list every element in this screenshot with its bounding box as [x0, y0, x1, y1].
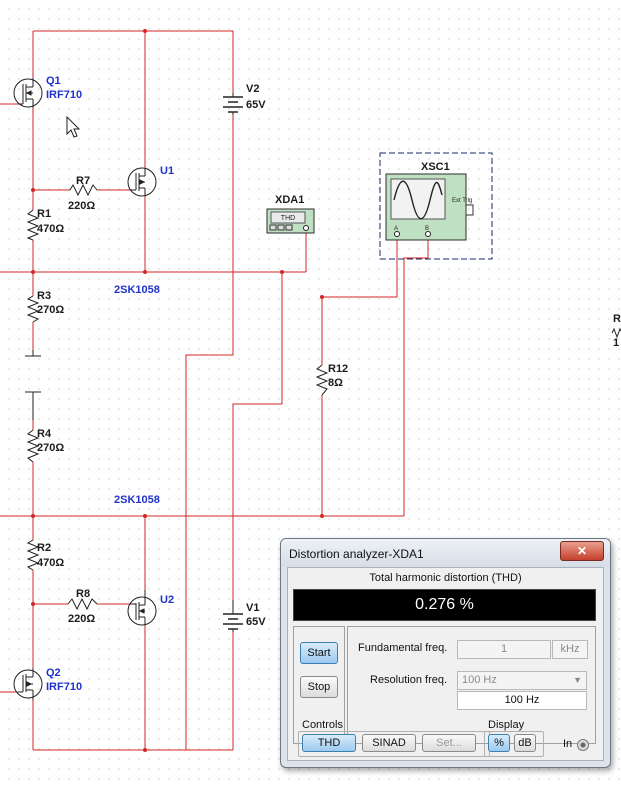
resolution-freq-value: 100 Hz: [457, 691, 587, 710]
u1-ref-label: U1: [160, 165, 174, 177]
close-button[interactable]: ✕: [560, 541, 604, 561]
thd-caption: Total harmonic distortion (THD): [369, 572, 522, 584]
u1-model-label: 2SK1058: [114, 284, 160, 296]
resistor-r12[interactable]: [315, 364, 329, 396]
q2-ref-label: Q2: [46, 667, 61, 679]
battery-v1[interactable]: [223, 600, 243, 632]
xsc-ext-trig-label: Ext Trig: [452, 198, 472, 204]
mosfet-u2[interactable]: [127, 590, 157, 626]
u2-model-label: 2SK1058: [114, 494, 160, 506]
window-title: Distortion analyzer-XDA1: [289, 547, 424, 561]
r8-ref-label: R8: [76, 588, 90, 600]
wires: [0, 30, 429, 751]
chevron-down-icon: ▼: [573, 675, 582, 685]
oscilloscope-xsc1[interactable]: [379, 152, 493, 260]
v1-ref-label: V1: [246, 602, 259, 614]
battery-v2[interactable]: [223, 93, 243, 115]
resolution-freq-label: Resolution freq.: [370, 674, 448, 686]
edge-ref-label: R: [613, 313, 621, 325]
in-terminal-icon[interactable]: [577, 739, 589, 751]
junctions: [31, 29, 324, 752]
window-body: Total harmonic distortion (THD) 0.276 % …: [287, 567, 604, 761]
display-group: [484, 731, 544, 757]
mosfet-u1[interactable]: [127, 167, 157, 197]
r12-ref-label: R12: [328, 363, 348, 375]
resistor-r7[interactable]: [69, 183, 98, 197]
sinad-mode-button[interactable]: SINAD: [362, 734, 416, 752]
r3-ref-label: R3: [37, 290, 51, 302]
ground-top: [25, 350, 41, 357]
r7-value-label: 220Ω: [68, 200, 95, 212]
ground-bottom: [25, 391, 41, 420]
xsc-channel-a-label: A: [394, 226, 398, 232]
fundamental-freq-label: Fundamental freq.: [358, 642, 448, 654]
resistor-r4[interactable]: [26, 429, 40, 463]
distortion-analyzer-window[interactable]: Distortion analyzer-XDA1 ✕ Total harmoni…: [280, 538, 611, 768]
r2-value-label: 470Ω: [37, 557, 64, 569]
r7-ref-label: R7: [76, 175, 90, 187]
start-button[interactable]: Start: [300, 642, 338, 664]
xsc-channel-b-label: B: [425, 226, 429, 232]
mosfet-q2[interactable]: [13, 668, 43, 700]
resolution-select-value: 100 Hz: [462, 674, 497, 686]
r2-ref-label: R2: [37, 542, 51, 554]
display-group-label: Display: [488, 719, 525, 731]
thd-mode-button[interactable]: THD: [302, 734, 356, 752]
thd-readout: 0.276 %: [293, 589, 596, 621]
window-title-bar[interactable]: Distortion analyzer-XDA1 ✕: [281, 539, 610, 567]
r3-value-label: 270Ω: [37, 304, 64, 316]
resistor-r8[interactable]: [67, 597, 98, 611]
edge-value-label: 1: [613, 337, 619, 349]
r8-value-label: 220Ω: [68, 613, 95, 625]
xda-face-label: THD: [281, 215, 295, 222]
db-display-button[interactable]: dB: [514, 734, 536, 752]
r12-value-label: 8Ω: [328, 377, 343, 389]
distortion-analyzer-xda1[interactable]: THD: [266, 208, 315, 234]
r4-value-label: 270Ω: [37, 442, 64, 454]
controls-group-label: Controls: [302, 719, 343, 731]
resolution-freq-select[interactable]: 100 Hz ▼: [457, 671, 587, 690]
r1-value-label: 470Ω: [37, 223, 64, 235]
v1-value-label: 65V: [246, 616, 266, 628]
fundamental-freq-input[interactable]: 1: [457, 640, 551, 659]
r1-ref-label: R1: [37, 208, 51, 220]
mosfet-q1[interactable]: [13, 78, 43, 108]
percent-display-button[interactable]: %: [488, 734, 510, 752]
edge-resistor: [611, 327, 621, 339]
in-terminal-label: In: [563, 738, 573, 750]
resistor-r3[interactable]: [26, 295, 40, 323]
r4-ref-label: R4: [37, 428, 52, 440]
stop-button[interactable]: Stop: [300, 676, 338, 698]
mouse-cursor-icon: [66, 115, 81, 138]
fundamental-unit-select[interactable]: kHz: [552, 640, 588, 659]
resistor-r2[interactable]: [26, 539, 40, 571]
xsc-ref-label: XSC1: [421, 161, 450, 173]
q1-model-label: IRF710: [46, 89, 82, 101]
u2-ref-label: U2: [160, 594, 174, 606]
resistor-r1[interactable]: [26, 209, 40, 241]
q1-ref-label: Q1: [46, 75, 61, 87]
set-button[interactable]: Set...: [422, 734, 476, 752]
xda-ref-label: XDA1: [275, 194, 304, 206]
v2-ref-label: V2: [246, 83, 259, 95]
q2-model-label: IRF710: [46, 681, 82, 693]
v2-value-label: 65V: [246, 99, 266, 111]
